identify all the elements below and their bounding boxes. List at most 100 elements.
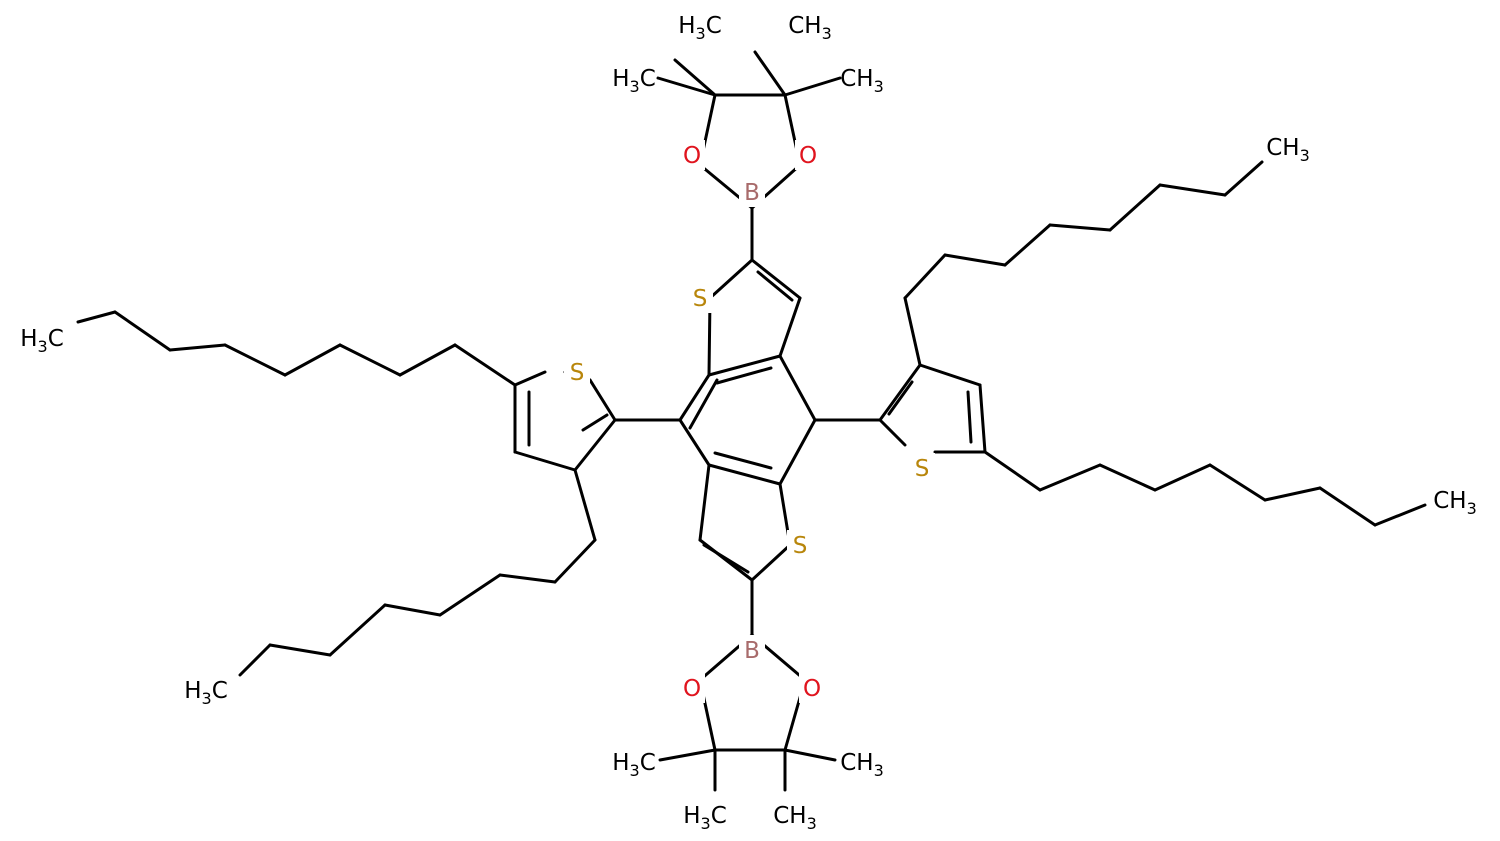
bond-line — [553, 538, 597, 584]
label-mask — [739, 635, 765, 665]
bond-line — [573, 418, 617, 472]
bond-line — [678, 373, 711, 422]
bond-line — [453, 343, 517, 387]
sulfur-label: S — [570, 360, 585, 386]
bond-line — [1003, 223, 1052, 267]
bond-line — [966, 390, 973, 444]
bond-line — [943, 253, 1007, 267]
bond-line — [76, 310, 117, 324]
bond-line — [878, 363, 922, 422]
bond-line — [1263, 486, 1322, 502]
sulfur-label: S — [693, 286, 708, 312]
bond-line — [707, 463, 782, 486]
bond-line — [573, 468, 597, 542]
bond-line — [887, 380, 914, 416]
bond-line — [1158, 183, 1227, 197]
bond-line — [438, 573, 502, 617]
bond-line — [983, 450, 1042, 492]
bond-line — [698, 463, 711, 542]
bond-line — [513, 450, 577, 472]
bond-line — [750, 543, 792, 582]
bond-line — [753, 50, 787, 97]
bond-line — [1373, 503, 1427, 527]
bond-line — [1038, 463, 1102, 492]
bond-line — [328, 603, 387, 657]
bond-line — [113, 310, 172, 352]
methyl-label: CH3 — [1433, 488, 1477, 518]
bond-line — [383, 603, 442, 617]
bond-line — [783, 748, 837, 762]
boron-label: B — [744, 638, 760, 664]
bond-line — [688, 378, 719, 430]
bond-line — [1048, 223, 1112, 232]
bond-line — [750, 258, 802, 300]
methyl-label: H3C — [683, 803, 727, 833]
bond-line — [707, 354, 782, 377]
boron-label: B — [744, 180, 760, 206]
bond-line — [715, 366, 773, 385]
bond-line — [658, 748, 717, 762]
label-mask — [679, 140, 705, 170]
bond-line — [1098, 463, 1157, 492]
bond-line — [756, 270, 794, 302]
label-mask — [687, 283, 713, 313]
oxygen-label: O — [799, 143, 817, 169]
methyl-label: CH3 — [1266, 135, 1310, 165]
label-mask — [739, 177, 765, 207]
label-mask — [679, 673, 705, 703]
label-mask — [564, 357, 590, 387]
methyl-label: CH3 — [788, 13, 832, 43]
bond-line — [678, 418, 711, 467]
bond-line — [168, 343, 227, 352]
bond-line — [708, 258, 754, 300]
label-mask — [795, 140, 821, 170]
label-mask — [787, 530, 813, 560]
bond-line — [778, 418, 817, 486]
bond-line — [878, 418, 907, 447]
bond-line — [978, 383, 987, 454]
methyl-label: H3C — [612, 750, 656, 780]
bond-line — [903, 296, 922, 367]
bond-line — [656, 76, 717, 97]
bond-line — [238, 643, 272, 677]
oxygen-label: O — [683, 676, 701, 702]
bond-line — [713, 451, 773, 470]
bond-line — [513, 370, 547, 387]
bond-line — [588, 378, 617, 422]
methyl-label: CH3 — [840, 66, 884, 96]
bond-network — [76, 50, 1427, 792]
bond-line — [338, 343, 402, 377]
bond-line — [702, 543, 750, 574]
methyl-label: CH3 — [840, 750, 884, 780]
bond-line — [1208, 463, 1267, 502]
bond-line — [778, 296, 802, 358]
bond-line — [581, 413, 609, 432]
sulfur-label: S — [793, 533, 808, 559]
bond-line — [783, 76, 842, 97]
bond-line — [918, 363, 982, 387]
oxygen-label: O — [683, 143, 701, 169]
sulfur-label: S — [915, 456, 930, 482]
bond-line — [778, 354, 817, 422]
methyl-label: H3C — [20, 326, 64, 356]
bond-line — [223, 343, 287, 377]
label-mask — [909, 453, 935, 483]
bond-line — [268, 643, 332, 657]
methyl-label: CH3 — [773, 803, 817, 833]
methyl-label: H3C — [612, 66, 656, 96]
label-mask — [799, 673, 825, 703]
bond-line — [498, 573, 557, 584]
bond-line — [903, 253, 947, 300]
oxygen-label: O — [803, 676, 821, 702]
methyl-label: H3C — [678, 13, 722, 43]
bond-line — [283, 343, 342, 377]
bond-line — [1223, 160, 1264, 197]
bond-line — [1318, 486, 1377, 527]
bond-line — [1108, 183, 1162, 232]
bond-line — [398, 343, 457, 377]
bond-line — [1153, 463, 1212, 492]
methyl-label: H3C — [184, 678, 228, 708]
bond-line — [673, 58, 717, 97]
